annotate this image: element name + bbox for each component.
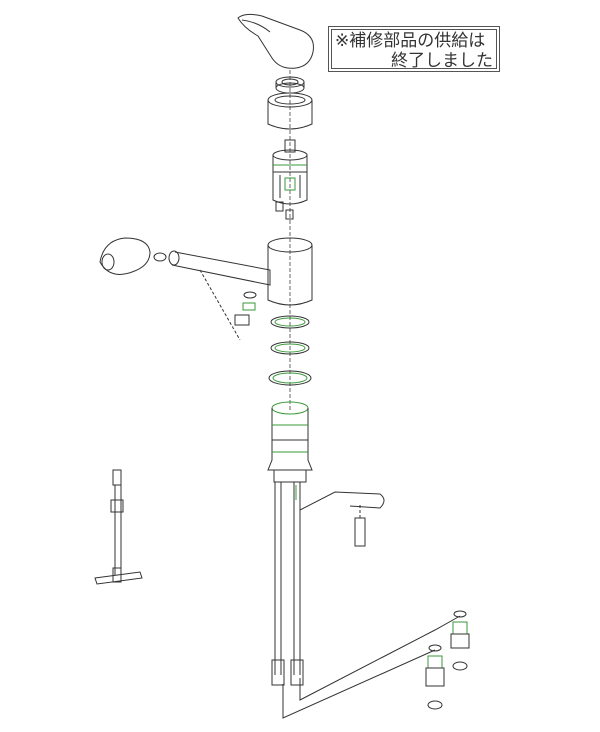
cap-cover [267,92,313,130]
handle-lever [237,13,314,69]
parts-discontinued-notice: ※補修部品の供給は 終了しました [328,26,500,72]
shower-head [99,237,167,275]
o-rings [268,315,312,386]
cartridge [272,139,308,205]
notice-line-1: ※補修部品の供給は [335,31,486,51]
faucet-body-with-spout [168,237,313,306]
connection-lines [282,615,461,719]
ring-small [275,76,305,94]
notice-line-2: 終了しました [391,51,493,71]
hose-connectors [425,610,470,710]
base-body [267,401,313,483]
mounting-bracket [299,491,385,547]
installation-wrench [94,469,143,585]
spout-small-parts [199,269,257,341]
screws [275,201,294,220]
supply-hoses [271,482,304,686]
